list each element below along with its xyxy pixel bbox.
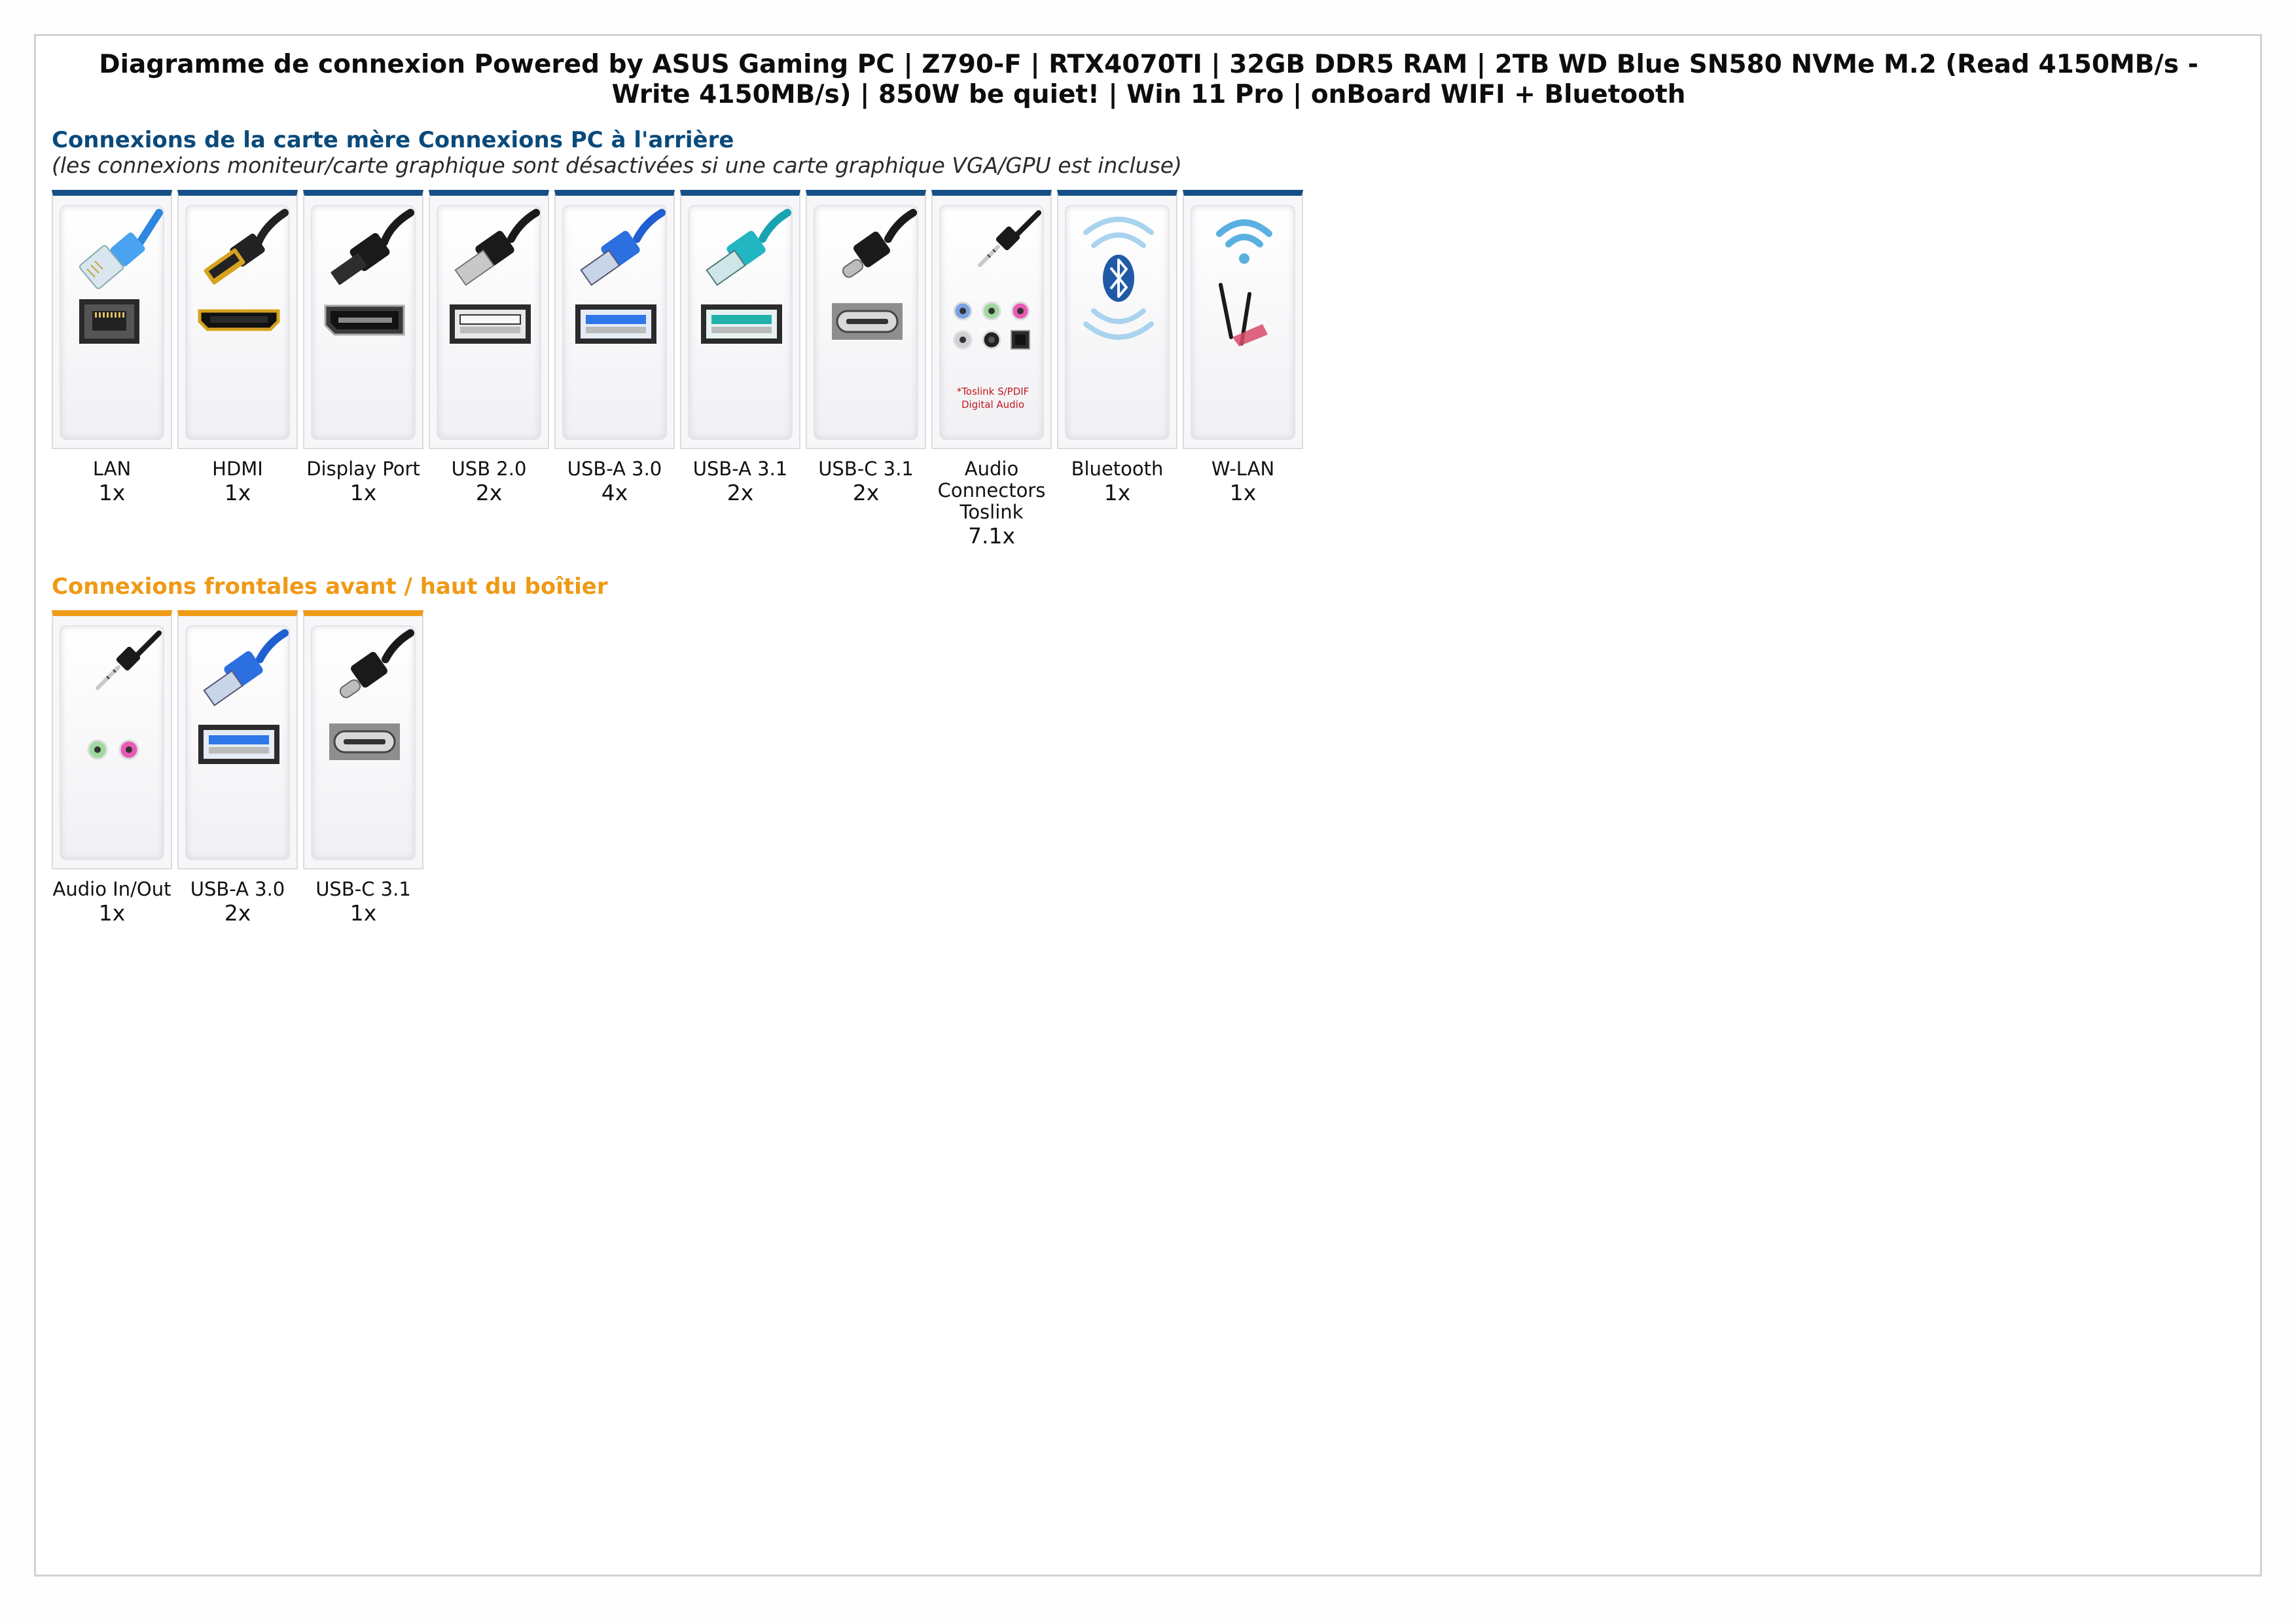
rear-connections-row: LAN 1x HDMI 1x <box>52 190 1308 549</box>
connector-count: 2x <box>852 480 880 505</box>
connector-count: 1x <box>98 900 126 926</box>
connector-label: HDMI <box>212 458 263 480</box>
connector-label: Display Port <box>306 458 420 480</box>
connector-label: Audio In/Out <box>52 878 171 900</box>
connector-count: 1x <box>350 480 377 505</box>
connector-card <box>1057 190 1177 449</box>
connector-item: USB-A 3.0 4x <box>554 190 675 549</box>
connector-label: USB-C 3.1 <box>818 458 914 480</box>
audio-toslink-icon: *Toslink S/PDIF Digital Audio <box>953 210 1041 410</box>
connector-item: Display Port 1x <box>303 190 423 549</box>
connector-label: USB 2.0 <box>451 458 527 480</box>
bluetooth-icon <box>1083 217 1154 340</box>
lan-icon <box>79 209 163 344</box>
connector-card: *Toslink S/PDIF Digital Audio <box>931 190 1052 449</box>
connector-count: 2x <box>475 480 503 505</box>
rear-section-title: Connexions de la carte mère Connexions P… <box>52 127 734 153</box>
connector-item: USB 2.0 2x <box>429 190 549 549</box>
hdmi-icon <box>198 209 289 331</box>
usb-a-3-0-icon <box>575 209 666 344</box>
displayport-icon <box>324 209 414 336</box>
connector-label: USB-A 3.0 <box>190 878 285 900</box>
connector-label: Audio Connectors Toslink <box>937 458 1046 523</box>
connector-item: USB-C 3.1 1x <box>303 610 423 926</box>
connector-card <box>177 190 298 449</box>
connector-item: LAN 1x <box>52 190 172 549</box>
connector-card <box>303 610 423 869</box>
connector-card <box>52 610 172 869</box>
connector-count: 1x <box>1103 480 1131 505</box>
connector-label: Bluetooth <box>1071 458 1164 480</box>
usb-a-3-1-icon <box>701 209 791 344</box>
connector-item: *Toslink S/PDIF Digital Audio Audio Conn… <box>931 190 1052 549</box>
connector-item: HDMI 1x <box>177 190 298 549</box>
page-title: Diagramme de connexion Powered by ASUS G… <box>99 50 2198 109</box>
connector-card <box>806 190 926 449</box>
toslink-note-line-2: Digital Audio <box>961 399 1024 410</box>
connector-count: 7.1x <box>967 523 1015 549</box>
connector-card <box>303 190 423 449</box>
connector-count: 1x <box>224 480 251 505</box>
connector-label: USB-A 3.1 <box>692 458 788 480</box>
connector-count: 1x <box>1229 480 1257 505</box>
front-section-title: Connexions frontales avant / haut du boî… <box>52 574 608 600</box>
connector-item: USB-A 3.0 2x <box>177 610 298 926</box>
connector-card <box>554 190 675 449</box>
connector-item: W-LAN 1x <box>1183 190 1303 549</box>
connector-count: 1x <box>350 900 377 926</box>
connector-card <box>1183 190 1303 449</box>
connector-count: 1x <box>98 480 126 505</box>
connector-count: 2x <box>726 480 754 505</box>
usb2-icon <box>450 209 540 344</box>
rear-section-subtitle: (les connexions moniteur/carte graphique… <box>52 153 1182 178</box>
usb-a-3-0-icon <box>198 629 289 764</box>
connector-card <box>680 190 800 449</box>
connector-card <box>52 190 172 449</box>
connector-item: Audio In/Out 1x <box>52 610 172 926</box>
connector-count: 4x <box>601 480 628 505</box>
connector-label: W-LAN <box>1211 458 1275 480</box>
usb-c-icon <box>329 629 414 760</box>
usb-c-icon <box>832 209 917 340</box>
connector-label: LAN <box>92 458 132 480</box>
connector-label: USB-A 3.0 <box>567 458 662 480</box>
connector-item: USB-A 3.1 2x <box>680 190 800 549</box>
connector-card <box>177 610 298 869</box>
connector-item: USB-C 3.1 2x <box>806 190 926 549</box>
connector-item: Bluetooth 1x <box>1057 190 1177 549</box>
wlan-icon <box>1216 219 1272 346</box>
connector-card <box>429 190 549 449</box>
connector-label: USB-C 3.1 <box>315 878 411 900</box>
connector-count: 2x <box>224 900 251 926</box>
audio-jack-icon <box>87 630 162 760</box>
toslink-note-line-1: *Toslink S/PDIF <box>957 386 1030 397</box>
front-connections-row: Audio In/Out 1x USB-A 3.0 2x <box>52 610 429 926</box>
